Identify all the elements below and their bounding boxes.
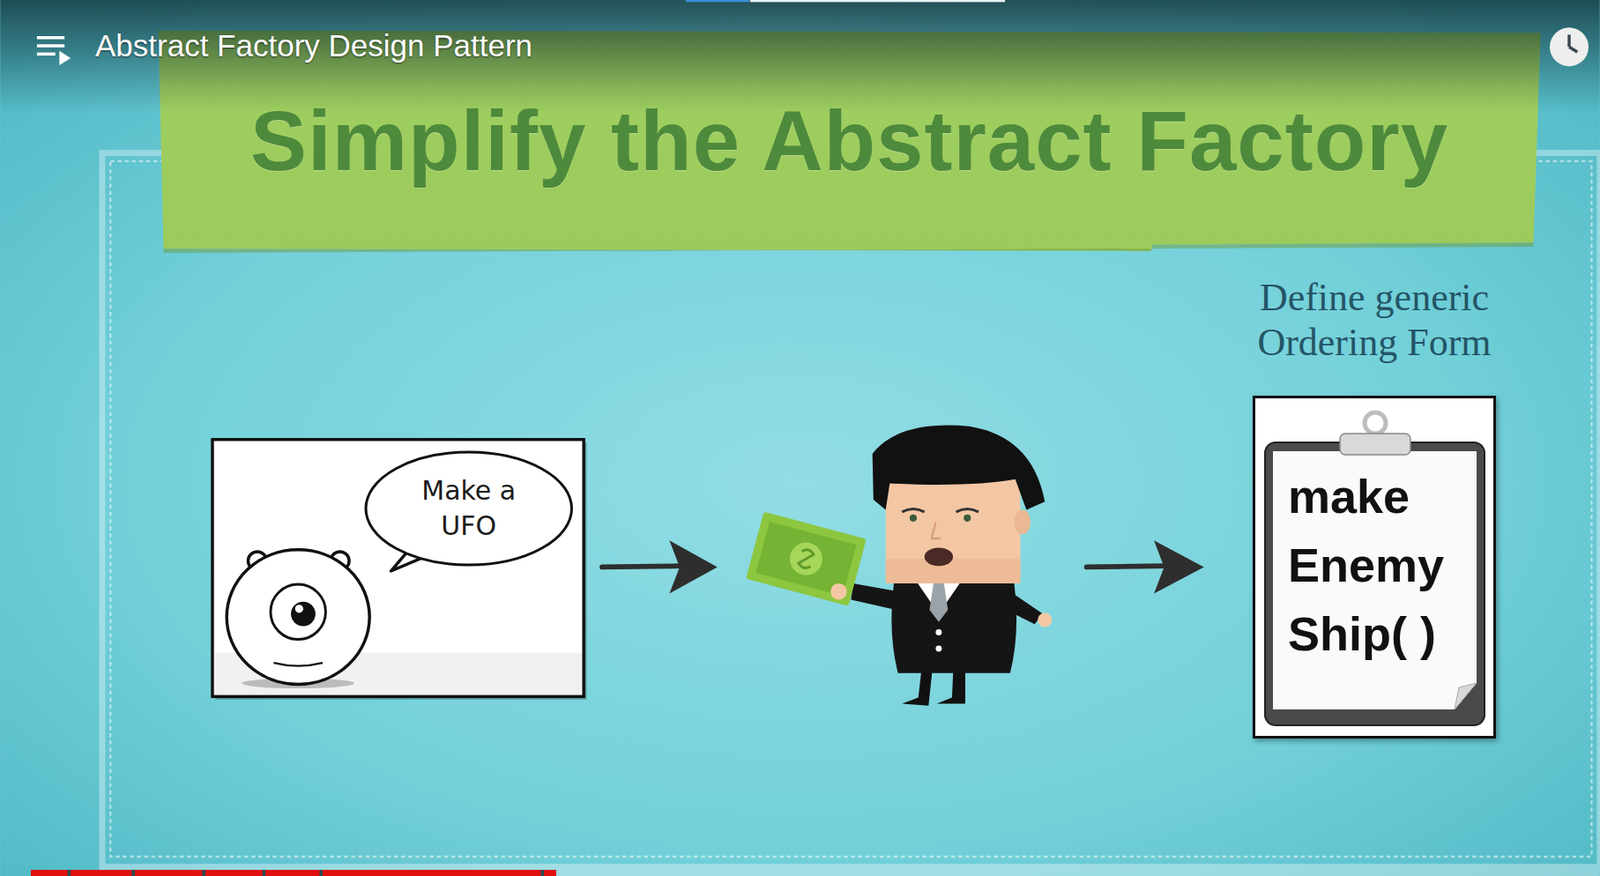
tie — [929, 582, 948, 623]
method-text: make Enemy Ship( ) — [1287, 461, 1469, 669]
progress-track — [30, 870, 1600, 876]
eye — [963, 514, 971, 522]
eyelid — [901, 508, 924, 512]
flow-arrow — [602, 565, 682, 567]
alien-pupil — [290, 602, 316, 627]
mouth — [924, 547, 953, 566]
chin-shade — [885, 558, 1021, 584]
chapter-gap — [319, 870, 322, 876]
ear — [1014, 510, 1032, 536]
chapter-gap — [67, 870, 71, 876]
chapter-gaps — [67, 870, 544, 876]
bill — [745, 512, 867, 607]
alien-mouth — [273, 662, 323, 666]
progress-played — [30, 870, 557, 876]
clipboard-board — [1265, 442, 1485, 726]
bill-symbol — [797, 548, 815, 570]
chapter-gap — [262, 870, 266, 876]
icon-line — [37, 52, 56, 56]
money-bill — [745, 512, 867, 607]
ordering-form: Define generic Ordering Form make Enemy S… — [1221, 275, 1527, 739]
banner-holder: Simplify the Abstract Factory — [157, 30, 1541, 251]
icon-triangle — [59, 51, 71, 66]
hair — [872, 425, 1046, 511]
banner-title: Simplify the Abstract Factory — [250, 92, 1449, 190]
video-title: Abstract Factory Design Pattern — [95, 28, 533, 64]
chapter-gap — [541, 870, 544, 876]
alien-eye-glint — [295, 604, 304, 613]
speech-bubble: Make a UFO — [364, 450, 574, 567]
button — [935, 645, 942, 652]
alien-body — [226, 550, 370, 685]
playlist-icon — [37, 37, 71, 66]
hand — [830, 583, 848, 601]
nose — [931, 521, 941, 539]
dashed-frame — [110, 161, 1592, 857]
frame-band — [102, 153, 1600, 868]
banner-shadow — [163, 242, 1534, 254]
alien-panel — [212, 439, 584, 698]
form-heading: Define generic Ordering Form — [1221, 275, 1527, 365]
clip-ring — [1364, 412, 1386, 434]
hand — [1037, 612, 1052, 627]
eyelid — [956, 508, 979, 512]
clock-hand — [1569, 46, 1578, 53]
clock-hand — [1567, 34, 1571, 47]
clock-face — [1549, 27, 1589, 67]
paper-fold — [1454, 683, 1477, 710]
suit — [891, 583, 1017, 674]
bubble-outline — [364, 450, 574, 567]
top-strip — [750, 0, 1005, 2]
chapter-gap — [132, 870, 135, 876]
alien-eye — [270, 584, 326, 640]
icon-line — [37, 44, 65, 47]
businessman — [745, 425, 1052, 707]
icon-line — [37, 36, 65, 39]
bubble-ellipse — [365, 452, 573, 566]
button — [935, 629, 942, 636]
clock-icon — [1549, 27, 1589, 67]
chapter-gap — [201, 870, 205, 876]
eye — [909, 514, 917, 522]
arrow-head — [1153, 540, 1205, 594]
bill-seal — [786, 538, 827, 579]
clipboard-paper — [1272, 451, 1477, 710]
sleeve — [1005, 591, 1043, 625]
clipboard-frame: make Enemy Ship( ) — [1252, 395, 1496, 739]
bubble-text: Make a UFO — [402, 473, 536, 544]
arrow-head — [669, 540, 717, 594]
flow-arrow — [1086, 565, 1167, 567]
top-strip — [685, 0, 750, 2]
clip — [1339, 433, 1411, 455]
sleeve — [850, 583, 898, 611]
